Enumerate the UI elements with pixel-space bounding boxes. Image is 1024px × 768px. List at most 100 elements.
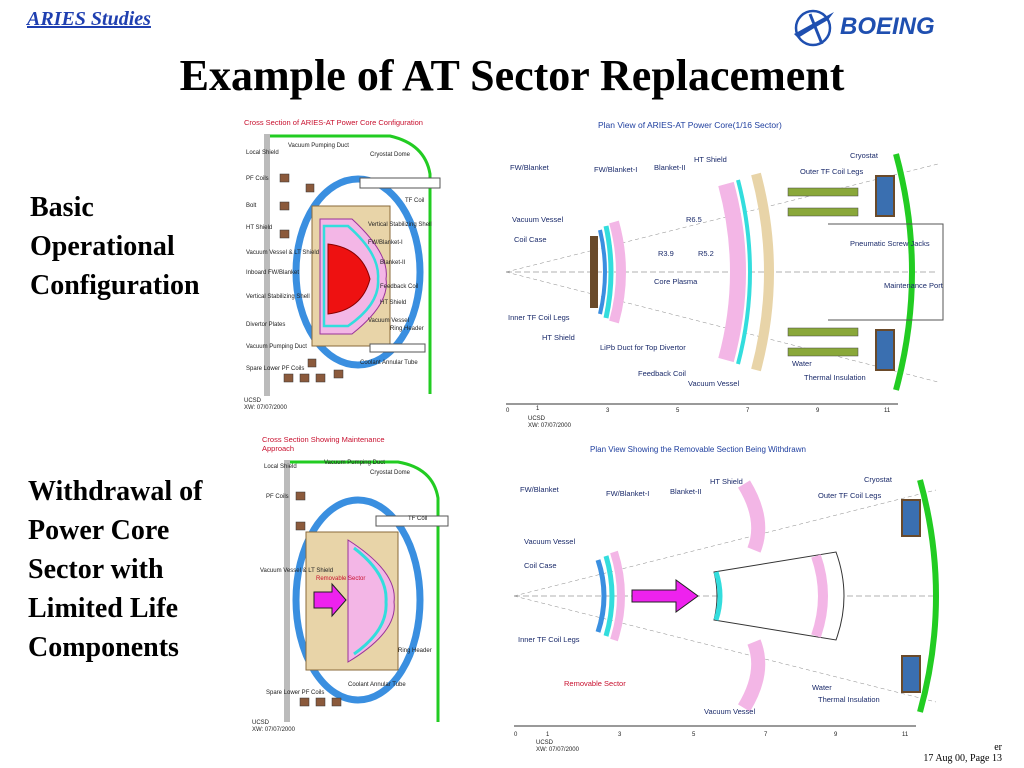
outer-shield-tan <box>751 172 774 372</box>
withdraw-line-2: Power Core <box>28 515 170 546</box>
lower-duct <box>369 343 426 353</box>
svg-text:Feedback Coil: Feedback Coil <box>380 284 418 290</box>
outer-blanket-bottom <box>737 639 766 712</box>
svg-text:11: 11 <box>902 732 909 738</box>
svg-text:Ring Header: Ring Header <box>398 648 432 654</box>
plan-axis-ticks: 0 1 3 5 7 9 11 <box>506 406 891 414</box>
maintenance-center-column <box>284 460 290 722</box>
cryostat-wall <box>893 153 915 391</box>
outer-tf-coil-bottom <box>875 329 895 371</box>
maintenance-tf-coil <box>292 496 424 704</box>
withdrawal-plan-view-figure: Plan View Showing the Removable Section … <box>506 440 976 756</box>
aries-studies-link[interactable]: ARIES Studies <box>27 8 151 30</box>
inner-blanket-pink <box>609 220 626 324</box>
footer-line-2: 17 Aug 00, Page 13 <box>923 753 1002 764</box>
svg-text:XW: 07/07/2000: XW: 07/07/2000 <box>528 423 572 429</box>
svg-text:Inboard FW/Blanket: Inboard FW/Blanket <box>246 270 299 276</box>
removable-sector-pink <box>811 554 828 638</box>
svg-text:Cryostat Dome: Cryostat Dome <box>370 152 411 158</box>
svg-text:Inner TF Coil Legs: Inner TF Coil Legs <box>518 635 580 644</box>
outer-blanket-top <box>737 480 766 553</box>
svg-text:Local Shield: Local Shield <box>246 150 279 156</box>
svg-text:Local Shield: Local Shield <box>264 464 297 470</box>
vacuum-pumping-duct <box>359 177 441 189</box>
svg-text:Coil Case: Coil Case <box>524 561 557 570</box>
svg-text:7: 7 <box>746 408 750 414</box>
svg-text:Blanket-II: Blanket-II <box>654 163 686 172</box>
maintenance-caption-line-2: Approach <box>262 444 294 453</box>
withdrawal-plan-caption: Plan View Showing the Removable Section … <box>590 445 806 454</box>
withdrawal-inner-pink <box>610 550 625 642</box>
center-column <box>264 134 270 396</box>
inner-blanket-cyan <box>603 225 614 319</box>
svg-text:7: 7 <box>764 732 768 738</box>
svg-text:Feedback Coil: Feedback Coil <box>638 369 686 378</box>
svg-text:11: 11 <box>884 408 891 414</box>
pf-coils <box>279 173 344 383</box>
boeing-logo: BOEING <box>794 9 935 47</box>
svg-text:Removable Sector: Removable Sector <box>564 679 626 688</box>
svg-text:Ring Header: Ring Header <box>390 326 424 332</box>
svg-text:9: 9 <box>816 408 820 414</box>
cryostat-dome-outline <box>270 134 432 394</box>
sector-line-bottom <box>505 271 939 383</box>
svg-text:R5.2: R5.2 <box>698 249 714 258</box>
removable-sector-cyan <box>713 571 723 621</box>
svg-text:Coolant Annular Tube: Coolant Annular Tube <box>360 360 418 366</box>
svg-text:Vertical Stabilizing Shell: Vertical Stabilizing Shell <box>246 294 310 300</box>
svg-text:Spare Lower PF Coils: Spare Lower PF Coils <box>266 690 324 696</box>
boeing-logo-mark-icon <box>794 9 834 47</box>
svg-text:Outer TF Coil Legs: Outer TF Coil Legs <box>818 491 881 500</box>
svg-text:Outer TF Coil Legs: Outer TF Coil Legs <box>800 167 863 176</box>
maintenance-port <box>828 223 944 321</box>
maintenance-caption-line-1: Cross Section Showing Maintenance <box>262 435 385 444</box>
svg-text:PF Coils: PF Coils <box>266 494 289 500</box>
svg-text:0: 0 <box>514 732 518 738</box>
maintenance-blanket <box>347 539 395 663</box>
svg-text:Cryostat Dome: Cryostat Dome <box>370 470 411 476</box>
maintenance-blanket-cyan <box>353 546 388 656</box>
svg-text:1: 1 <box>546 732 550 738</box>
svg-text:R3.9: R3.9 <box>658 249 674 258</box>
slide-footer: er 17 Aug 00, Page 13 <box>923 742 1002 764</box>
cross-section-figure: Cross Section of ARIES-AT Power Core Con… <box>240 114 460 412</box>
svg-text:Vacuum Vessel: Vacuum Vessel <box>368 318 409 324</box>
svg-text:UCSD: UCSD <box>252 720 270 726</box>
svg-text:Core Plasma: Core Plasma <box>654 277 698 286</box>
svg-text:Inner TF Coil Legs: Inner TF Coil Legs <box>508 313 570 322</box>
svg-text:Coolant Annular Tube: Coolant Annular Tube <box>348 682 406 688</box>
outer-blanket-cyan <box>736 179 752 365</box>
svg-text:LiPb Duct for Top Divertor: LiPb Duct for Top Divertor <box>600 343 686 352</box>
svg-text:FW/Blanket: FW/Blanket <box>520 485 560 494</box>
withdrawal-axis-ticks: 0 1 3 5 7 9 11 <box>514 732 909 738</box>
svg-text:Cryostat: Cryostat <box>864 475 893 484</box>
svg-text:Divertor Plates: Divertor Plates <box>246 322 285 328</box>
svg-text:Spare Lower PF Coils: Spare Lower PF Coils <box>246 366 304 372</box>
withdrawal-outer-tf-bottom <box>901 655 921 693</box>
svg-text:Vacuum Vessel & LT Shield: Vacuum Vessel & LT Shield <box>246 250 319 256</box>
withdrawal-inner-vessel <box>595 559 607 633</box>
sector-line-top <box>505 163 939 273</box>
svg-text:HT Shield: HT Shield <box>694 155 727 164</box>
boeing-logo-text: BOEING <box>840 13 935 40</box>
basic-line-2: Operational <box>30 231 175 262</box>
svg-text:Vacuum Vessel & LT Shield: Vacuum Vessel & LT Shield <box>260 568 333 574</box>
svg-text:FW/Blanket-I: FW/Blanket-I <box>368 240 403 246</box>
maintenance-duct <box>375 515 449 527</box>
slide-title: Example of AT Sector Replacement <box>179 51 845 100</box>
svg-text:HT Shield: HT Shield <box>246 225 272 231</box>
svg-text:Cryostat: Cryostat <box>850 151 879 160</box>
plan-view-figure: Plan View of ARIES-AT Power Core(1/16 Se… <box>498 114 998 432</box>
svg-text:UCSD: UCSD <box>528 416 546 422</box>
svg-text:FW/Blanket-I: FW/Blanket-I <box>594 165 637 174</box>
svg-text:5: 5 <box>692 732 696 738</box>
svg-text:Thermal Insulation: Thermal Insulation <box>804 373 866 382</box>
svg-text:HT Shield: HT Shield <box>542 333 575 342</box>
svg-text:9: 9 <box>834 732 838 738</box>
svg-text:XW: 07/07/2000: XW: 07/07/2000 <box>244 405 288 411</box>
svg-text:Vacuum Vessel: Vacuum Vessel <box>704 707 755 716</box>
outer-blanket-pink <box>718 181 746 363</box>
plan-view-caption: Plan View of ARIES-AT Power Core(1/16 Se… <box>598 120 782 130</box>
maintenance-cryostat-outline <box>288 460 440 722</box>
core-plasma-shape <box>327 243 371 315</box>
